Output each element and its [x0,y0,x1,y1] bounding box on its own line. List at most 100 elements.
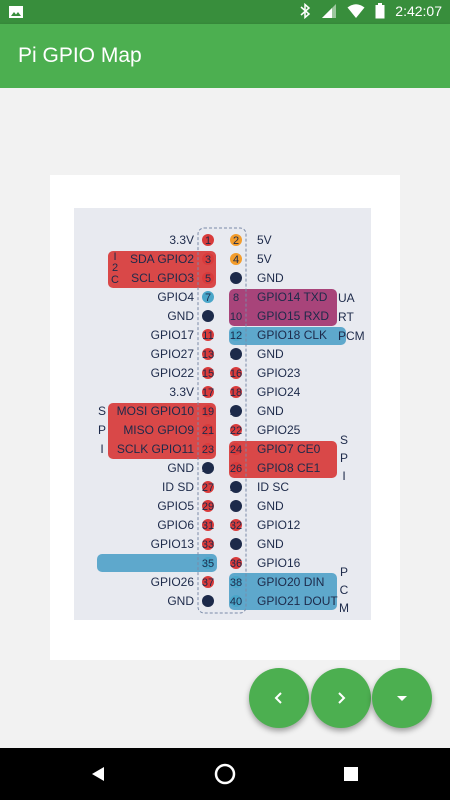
app-bar: Pi GPIO Map [0,24,450,88]
pin-number: 29 [202,501,214,513]
pin-dot [230,481,242,493]
pin-right-label: GPIO18 CLK [257,328,327,342]
pin-number: 20 [230,406,242,418]
pin-number: 10 [230,311,242,323]
pin-right-label: GND [257,347,284,361]
pcm-label-c: C [340,583,349,597]
recents-button[interactable] [339,762,363,786]
i2c-label-c: C [111,274,119,286]
pin-number: 26 [230,463,242,475]
pin-left-label: MISO GPIO9 [123,423,194,437]
caret-down-icon [397,696,407,701]
pin-dot [202,291,214,303]
pin-left-label: 3.3V [169,233,194,247]
home-circle-icon [214,763,236,785]
pin-dot [202,272,214,284]
pin-number: 18 [230,387,242,399]
pin-dot [202,557,214,569]
pin-number: 1 [205,235,211,247]
pin-dot [202,500,214,512]
home-button[interactable] [213,762,237,786]
pin-dot [202,310,214,322]
pin-dot [202,576,214,588]
pin-left-label: GPIO5 [157,499,194,513]
header-outline [197,227,247,614]
pin-dot [202,405,214,417]
pin-right-label: GPIO16 [257,556,301,570]
pin-left-label: GPIO17 [151,328,195,342]
chevron-left-icon [274,692,282,704]
pin-number: 11 [202,330,213,342]
pin-number: 9 [205,311,211,323]
pin-dot [230,595,242,607]
chevron-right-icon [338,692,346,704]
pin-number: 36 [230,558,242,570]
pin-number: 35 [202,558,214,570]
pin-left-label: MOSI GPIO10 [117,404,195,418]
pcm-clk-label: PCM [338,329,365,343]
pin35-highlight-bg [97,554,217,572]
pin-right-label: GPIO15 RXD [257,309,329,323]
back-button[interactable] [86,762,110,786]
pin-number: 15 [202,368,214,380]
pin-dot [230,348,242,360]
pin-number: 6 [233,273,239,285]
pin-right-label: GND [257,404,284,418]
pin-dot [230,291,242,303]
spi-right-label-i: I [342,469,345,483]
image-icon [9,6,23,18]
spi-right-group-bg [229,441,337,478]
pin-dot [230,443,242,455]
pin-number: 25 [202,463,214,475]
next-page-button[interactable] [311,668,371,728]
pin-left-label: GPIO4 [157,290,194,304]
pin-number: 34 [230,539,242,551]
status-bar: 2:42:07 [0,0,450,24]
pin-dot [202,367,214,379]
pin-number: 22 [230,425,242,437]
pin-row: GPIO5 29 30 GND [157,499,284,513]
pin-dot [230,538,242,550]
pin-dot [202,386,214,398]
pin-left-label: GPIO13 [151,537,195,551]
pin-right-label: GND [257,499,284,513]
pin-number: 5 [205,273,211,285]
pin-number: 13 [202,349,214,361]
pin-dot [202,234,214,246]
pin-number: 27 [202,482,214,494]
prev-page-button[interactable] [249,668,309,728]
pin-left-label: SCL GPIO3 [131,271,194,285]
pin-number: 14 [230,349,242,361]
pin-dot [230,424,242,436]
pin-number: 19 [202,406,214,418]
pin-number: 23 [202,444,214,456]
pin-right-label: 5V [257,252,272,266]
pin-dot [230,386,242,398]
pin-number: 31 [202,520,214,532]
pin-number: 4 [233,254,239,266]
uart-label-ua: UA [338,291,355,305]
pin-dot [202,443,214,455]
pin-right-label: GPIO7 CE0 [257,442,321,456]
pin-right-label: GPIO8 CE1 [257,461,321,475]
pin-right-label: GND [257,537,284,551]
pin-dot [202,519,214,531]
pin-right-label: GPIO20 DIN [257,575,324,589]
menu-dropdown-button[interactable] [372,668,432,728]
pin-right-label: GPIO12 [257,518,301,532]
pin-left-label: GPIO26 [151,575,195,589]
pin-row: MOSI GPIO10 19 20 GND [117,404,284,418]
pin-number: 30 [230,501,242,513]
pin-left-label: 3.3V [169,385,194,399]
